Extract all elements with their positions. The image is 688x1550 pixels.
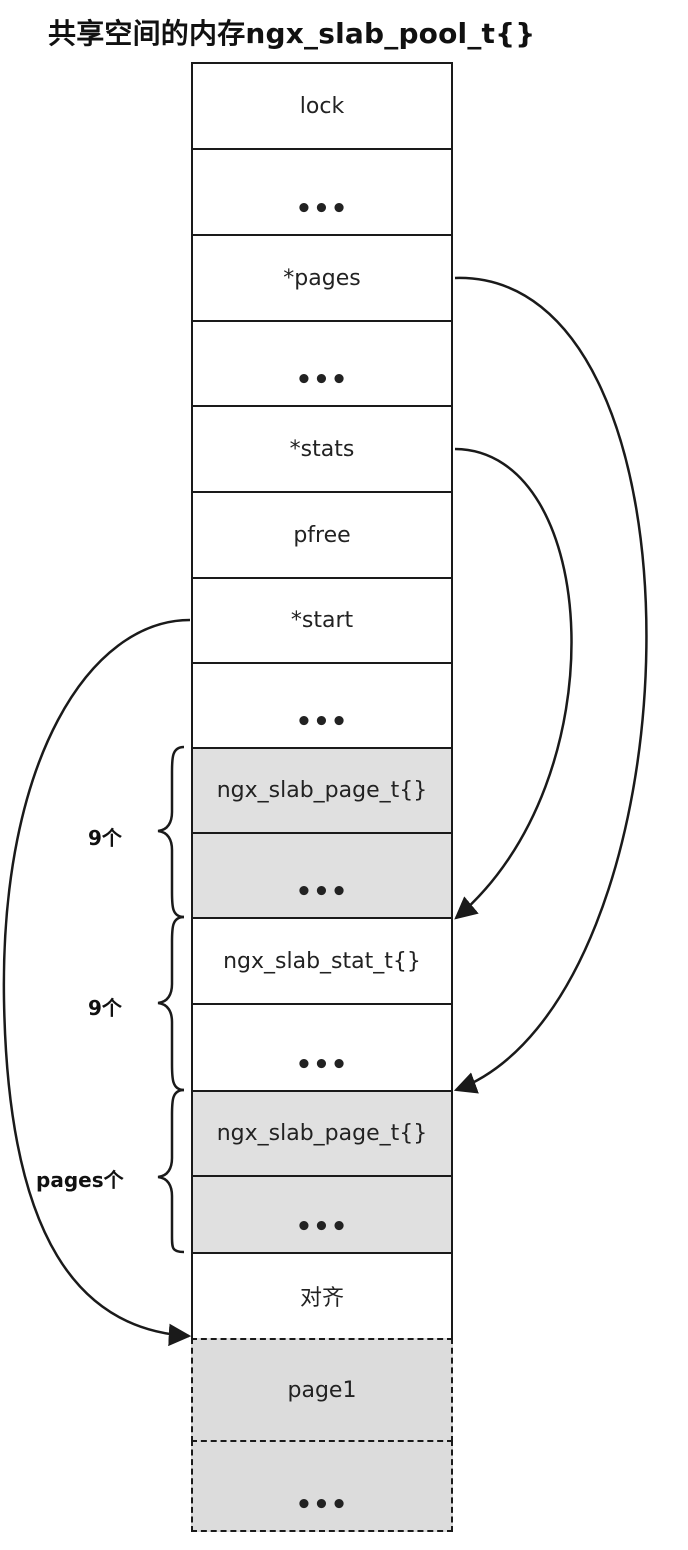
memory-cell-ngx-slab-page-t: ngx_slab_page_t{} — [191, 747, 453, 834]
memory-cell-lock: lock — [191, 62, 453, 150]
brace-stat-block — [157, 915, 185, 1092]
stats-pointer-arrow — [454, 447, 573, 920]
memory-cell-start: *start — [191, 577, 453, 664]
brace-page-block — [157, 745, 185, 919]
ellipsis-cell: ••• — [191, 148, 453, 236]
memory-cell-stats: *stats — [191, 405, 453, 493]
ellipsis-cell: ••• — [191, 1440, 453, 1532]
ellipsis-cell: ••• — [191, 832, 453, 919]
ellipsis-cell: ••• — [191, 1175, 453, 1254]
brace-label-stat-count: 9个 — [88, 996, 122, 1020]
memory-cell-ngx-slab-stat-t: ngx_slab_stat_t{} — [191, 917, 453, 1005]
diagram-title: 共享空间的内存ngx_slab_pool_t{} — [48, 17, 536, 50]
memory-cell-pfree: pfree — [191, 491, 453, 579]
pages-pointer-arrow — [453, 276, 648, 1094]
brace-label-pages-count: pages个 — [36, 1168, 124, 1192]
ellipsis-cell: ••• — [191, 662, 453, 749]
memory-cell-page1: page1 — [191, 1338, 453, 1442]
brace-pages-block — [157, 1088, 185, 1254]
start-pointer-arrow — [2, 618, 192, 1347]
brace-label-page-count: 9个 — [88, 826, 122, 850]
